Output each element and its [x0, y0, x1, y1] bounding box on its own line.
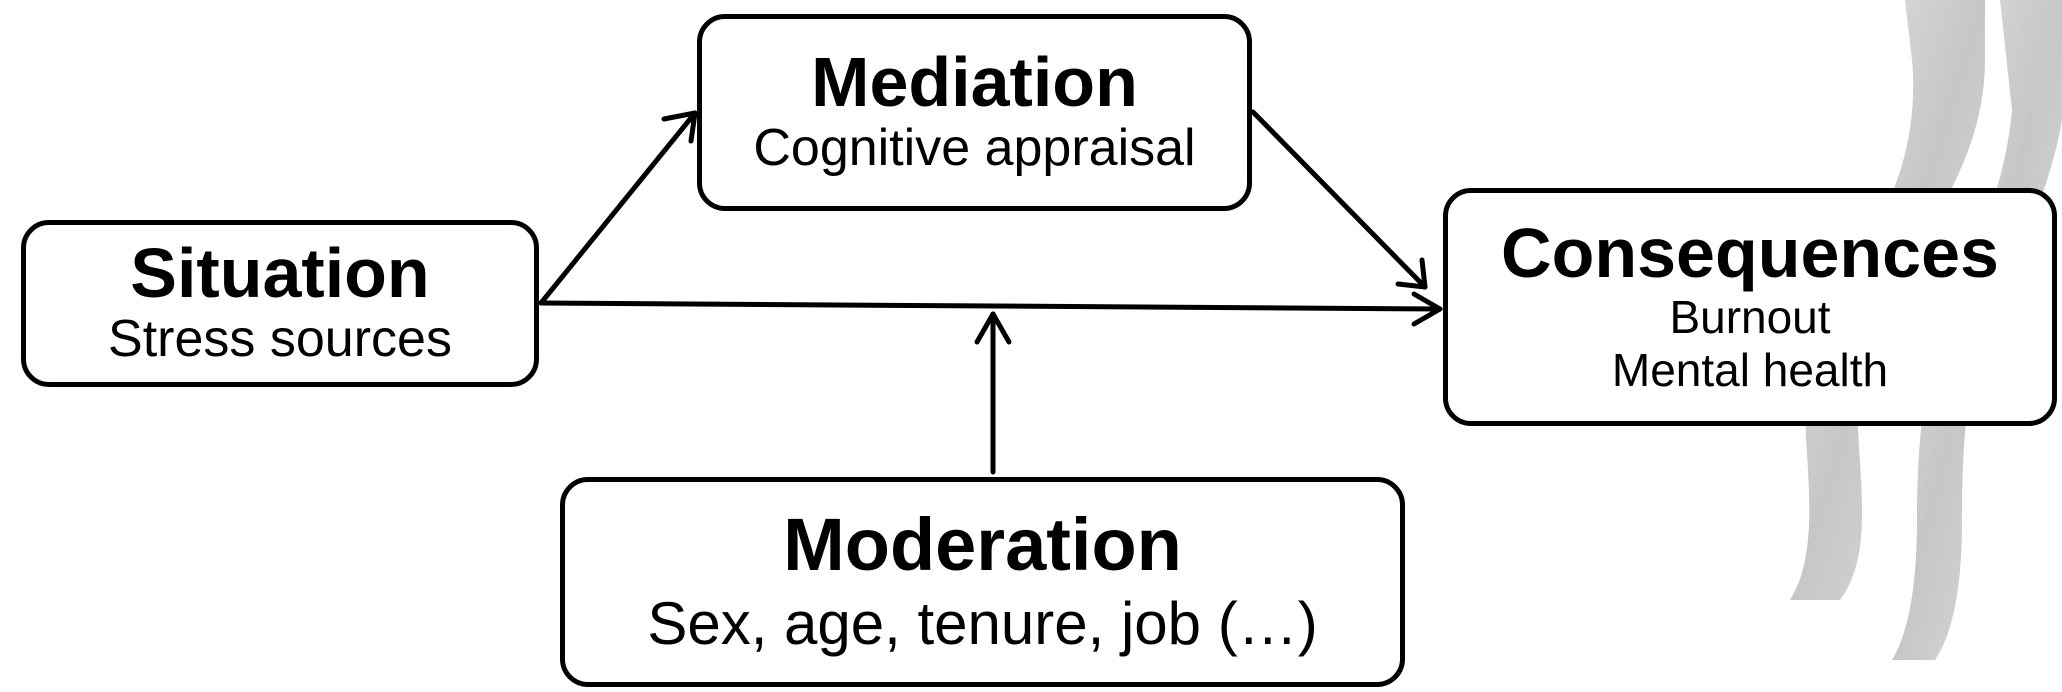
consequences-box: Consequences Burnout Mental health — [1443, 188, 2057, 426]
arrow-head-mediation — [661, 110, 698, 144]
arrow-situation-to-mediation — [538, 110, 698, 306]
arrow-situation-to-consequences — [538, 300, 1443, 312]
situation-box: Situation Stress sources — [21, 220, 539, 387]
consequences-title: Consequences — [1501, 214, 1999, 293]
mediation-box: Mediation Cognitive appraisal — [697, 14, 1252, 211]
situation-title: Situation — [130, 233, 430, 312]
moderation-subtitle: Sex, age, tenure, job (…) — [647, 590, 1318, 658]
arrow-mediation-to-consequences — [1250, 109, 1428, 290]
mediation-subtitle: Cognitive appraisal — [753, 119, 1196, 178]
moderation-title: Moderation — [783, 502, 1182, 586]
consequences-line-burnout: Burnout — [1669, 290, 1831, 343]
arrow-head-moderation — [974, 311, 1012, 345]
arrow-head-consequences-main — [1411, 291, 1443, 327]
arrow-head-consequences-top — [1395, 257, 1428, 290]
situation-subtitle: Stress sources — [108, 310, 452, 369]
mediation-title: Mediation — [811, 42, 1138, 121]
moderation-box: Moderation Sex, age, tenure, job (…) — [560, 477, 1405, 687]
consequences-line-mental-health: Mental health — [1611, 343, 1889, 396]
